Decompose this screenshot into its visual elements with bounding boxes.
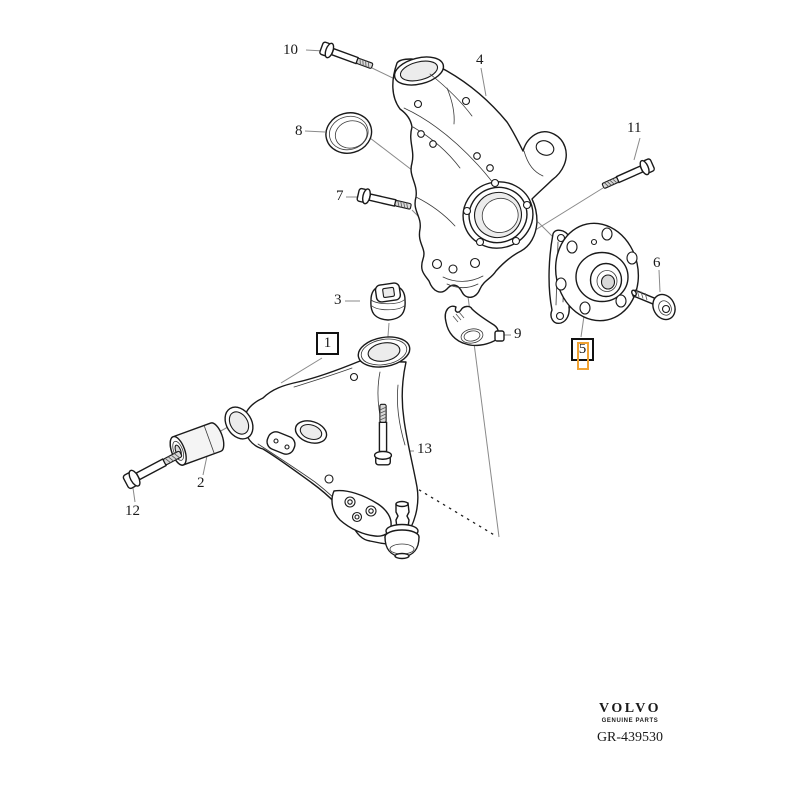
strut-pinch-bolt bbox=[318, 39, 376, 74]
brake-hose-bracket bbox=[445, 306, 504, 345]
ball-joint-assembly-dashed-line bbox=[401, 479, 496, 536]
callout-3: 3 bbox=[334, 292, 342, 308]
ball-joint bbox=[385, 502, 419, 559]
callout-8: 8 bbox=[295, 123, 303, 139]
volvo-logo: VOLVO bbox=[599, 701, 661, 716]
knuckle-bolt bbox=[355, 186, 414, 215]
sealing-ring bbox=[321, 108, 376, 159]
bushing-bolt bbox=[121, 445, 186, 492]
callout-11: 11 bbox=[627, 120, 642, 136]
control-arm-mount bbox=[371, 282, 405, 320]
callout-9: 9 bbox=[514, 326, 522, 342]
callout-12: 12 bbox=[125, 503, 140, 519]
drawing-number: GR-439530 bbox=[596, 730, 664, 745]
callout-6: 6 bbox=[653, 255, 661, 271]
callout-1-box[interactable]: 1 bbox=[316, 332, 339, 355]
callout-7: 7 bbox=[336, 188, 344, 204]
callout-10: 10 bbox=[283, 42, 298, 58]
axle-washer-bolt bbox=[631, 289, 680, 323]
footer: VOLVO GENUINE PARTS GR-439530 bbox=[566, 701, 694, 746]
callout-2: 2 bbox=[197, 475, 205, 491]
callout-13: 13 bbox=[417, 441, 432, 457]
callout-4: 4 bbox=[476, 52, 484, 68]
lower-control-arm bbox=[219, 333, 419, 558]
steering-knuckle bbox=[392, 52, 567, 297]
callout-5-box[interactable]: 5 bbox=[571, 338, 594, 370]
callout-1: 1 bbox=[323, 335, 332, 351]
hub-mounting-bolt bbox=[599, 156, 657, 194]
logo-tagline: GENUINE PARTS bbox=[601, 718, 659, 724]
wheel-hub-bearing bbox=[547, 216, 648, 329]
callout-5: 5 bbox=[578, 341, 587, 357]
